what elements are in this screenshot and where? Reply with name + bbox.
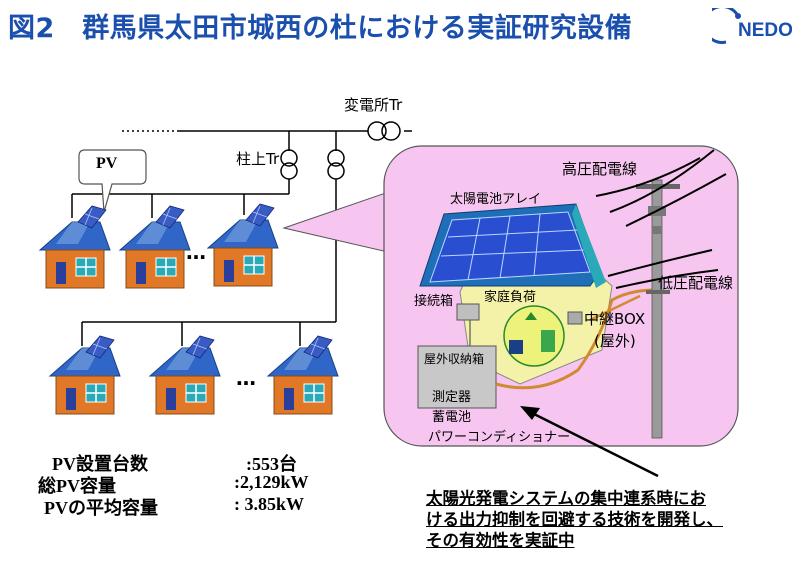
relay-box-sub-label: (屋外) [594,332,636,350]
logo-text: NEDO [738,20,793,41]
nedo-logo [712,8,741,44]
measuring-device-label: 測定器 [432,390,472,405]
conclusion-line: 太陽光発電システムの集中連系時にお [426,489,707,508]
house-top-2 [119,221,191,289]
household-load-label: 家庭負荷 [484,290,537,305]
power-conditioner-label: パワーコンディショナー [428,430,571,445]
pole-transformer-label: 柱上Tr [236,150,280,168]
stat-label: PVの平均容量 [44,498,158,518]
stat-label: PV設置台数 [52,454,148,474]
ellipsis-bottom: … [236,366,256,390]
house-top-3 [207,219,279,287]
pointer-arrow [529,410,659,478]
pole-transformer-icon [280,149,298,180]
high-voltage-wires [595,149,727,227]
conclusion-text: 太陽光発電システムの集中連系時にお ける出力抑制を回避する技術を開発し、 その有… [426,488,723,551]
outdoor-cabinet-label: 屋外収納箱 [424,352,485,366]
stat-value: : 3.85kW [234,494,305,514]
house-top-1 [39,221,111,289]
relay-box-label: 中継BOX [584,310,646,328]
junction-box-icon [456,303,480,321]
ellipsis-top: … [186,240,206,264]
stat-value: :553台 [246,454,297,474]
stat-label: 総PV容量 [38,476,116,496]
conclusion-line: その有効性を実証中 [426,531,575,550]
outdoor-cabinet-icon [417,345,497,409]
low-voltage-line-label: 低圧配電線 [658,274,734,292]
storage-battery-label: 蓄電池 [432,410,472,425]
pv-callout-label: PV [96,155,118,172]
house-bottom-1 [49,347,121,415]
substation-label: 変電所Tr [344,96,403,114]
solar-array-label: 太陽電池アレイ [450,192,542,207]
relay-box-icon [567,311,583,325]
high-voltage-line-label: 高圧配電線 [562,160,638,178]
pv-callout [78,149,147,213]
low-voltage-wires [607,249,719,289]
junction-box-label: 接続箱 [414,294,454,309]
house-bottom-2 [149,347,221,415]
substation-transformer-icon [367,121,401,141]
conclusion-line: ける出力抑制を回避する技術を開発し、 [426,510,723,529]
house-bottom-3 [267,347,339,415]
stat-value: :2,129kW [234,472,309,492]
page-title: 図2 群馬県太田市城西の杜における実証研究設備 [8,13,633,44]
pole-transformer-2-icon [327,149,345,180]
